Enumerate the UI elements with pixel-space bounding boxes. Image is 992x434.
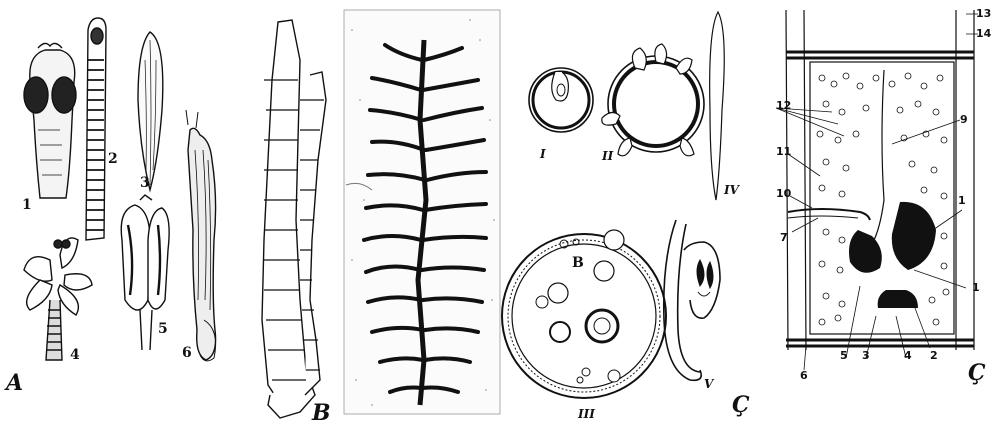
fig-a1-label: 1 [22,198,32,212]
fig-a2-label: 2 [108,152,118,166]
fig-d-num-13: 13 [976,8,991,19]
fig-d-num-7: 7 [780,232,788,243]
fig-c-roman-4: IV [724,184,739,196]
fig-d-num-6: 6 [800,370,808,381]
fig-1-scolex [24,43,76,198]
fig-a5-label: 5 [158,322,168,336]
fig-c3-inner-letter: B [572,256,584,270]
segmented-chain [262,20,326,418]
fig-c5-worm [664,220,720,380]
fig-a4-label: 4 [70,348,80,362]
panel-a-drawings [24,18,216,361]
panel-c-drawings [502,12,724,398]
fig-c-roman-3: III [578,408,595,420]
fig-d-num-12: 12 [776,100,791,111]
panel-c-letter: Ç [732,394,750,416]
fig-d-num-3: 3 [862,350,870,361]
fig-c4-spindle [710,12,725,200]
panel-b-drawings [262,10,500,418]
fig-4-flower [24,238,92,360]
fig-d-num-4: 4 [904,350,912,361]
fig-d-num-9: 9 [960,114,968,125]
panel-d-drawings [776,10,978,370]
fig-c-roman-5: V [704,378,713,390]
fig-c3-cyst [502,230,666,398]
fig-d-num-1b: 1 [972,282,980,293]
fig-a3-label: 3 [140,176,150,190]
fig-a6-label: 6 [182,346,192,360]
fig-2-strobila [86,18,106,240]
fig-d-num-5: 5 [840,350,848,361]
fig-6-worm [186,110,216,361]
fig-c1-capsule [529,68,593,132]
fig-c-roman-1: I [540,148,546,160]
fig-d-num-2: 2 [930,350,938,361]
fig-3-leaf [138,32,163,190]
fig-d-num-1: 1 [958,195,966,206]
panel-d-letter: Ç [968,362,986,384]
segment-bottom-band [786,340,974,346]
segment-top-band [786,52,974,58]
branching-tissue [344,10,500,414]
fig-d-num-10: 10 [776,188,791,199]
fig-c2-ring [602,44,704,156]
fig-c-roman-2: II [602,150,613,162]
fig-d-num-11: 11 [776,146,791,157]
panel-b-letter: B [312,402,331,424]
panel-a-letter: A [6,372,23,394]
fig-d-num-14: 14 [976,28,991,39]
